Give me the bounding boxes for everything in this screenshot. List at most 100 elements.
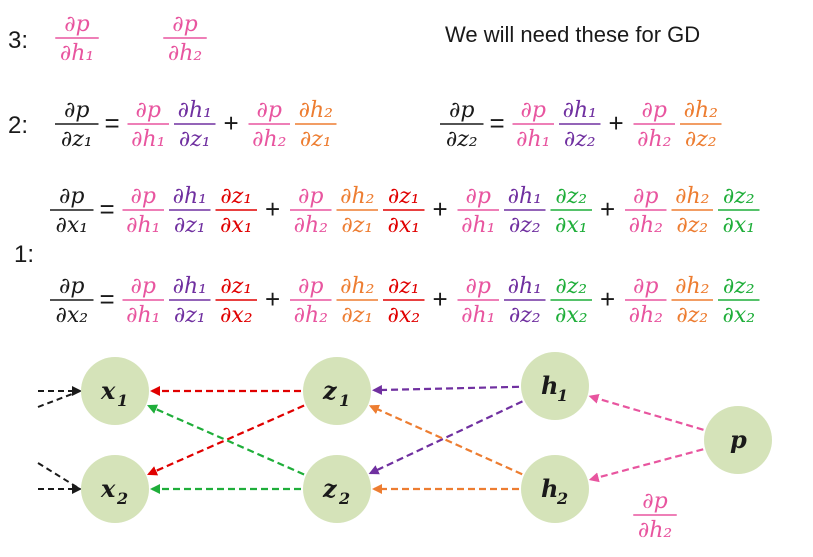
row2-eq2-term1-frac1-num: ∂h₂ [684, 98, 718, 123]
node-x2-subscript: 2 [116, 489, 128, 508]
row3-label: 3: [8, 27, 28, 54]
row2-eq2-plus-1: + [609, 108, 624, 138]
row3-frac-1: ∂p∂h₂ [168, 12, 202, 66]
row1-eq2-term0-frac0-den: ∂h₁ [126, 303, 160, 328]
node-x1-subscript: 1 [117, 391, 128, 410]
node-z2-subscript: 2 [338, 489, 350, 508]
node-h2: h2 [521, 455, 589, 523]
row1-eq1-term2-frac1-num: ∂h₁ [508, 184, 542, 209]
row1-eq1-term1-frac0-den: ∂h₂ [294, 213, 328, 238]
node-h1-label: h [541, 371, 558, 400]
row1-eq1-term2-frac0-den: ∂h₁ [461, 213, 495, 238]
node-z1-circle [303, 357, 371, 425]
row1-eq2-term3-frac2: ∂z₂ ∂x₂ [722, 274, 755, 328]
row2-eq1-term0-frac1-den: ∂z₁ [179, 127, 211, 152]
row2-eq1-term1-frac0-den: ∂h₂ [252, 127, 286, 152]
row1-eq2-term0-frac2: ∂z₁∂x₂ [220, 274, 253, 328]
node-h1: h1 [521, 352, 589, 420]
node-z1-label: z [322, 376, 338, 405]
row2-eq1-lhs-den: ∂z₁ [61, 127, 93, 152]
row1-eq1-term0-frac0-den: ∂h₁ [126, 213, 160, 238]
row2-eq1-term0-frac0-den: ∂h₁ [131, 127, 165, 152]
row1-eq1-equals: = [100, 194, 115, 224]
graph-edges [147, 384, 704, 494]
row1-eq2-term2-frac1: ∂h₁∂z₂ [508, 274, 542, 328]
row1-eq2-term1-frac2-den: ∂x₂ [387, 303, 420, 328]
row1-eq1-term3-frac1-den: ∂z₂ [676, 213, 708, 238]
row1-eq1-term3-frac1: ∂h₂∂z₂ [675, 184, 709, 238]
row2-eq1-equals: = [105, 108, 120, 138]
row1-eq2-term1-frac2: ∂z₁∂x₂ [387, 274, 420, 328]
row1-eq1-plus-1: + [265, 194, 280, 224]
row1-eq1-term0-frac2-num: ∂z₁ [220, 184, 252, 209]
row2-eq2-term0-frac1-num: ∂h₁ [563, 98, 597, 123]
gd-note: We will need these for GD [445, 22, 700, 47]
equations: ∂p∂h₁∂p∂h₂∂p∂z₁=∂p∂h₁∂h₁∂z₁+∂p∂h₂∂h₂∂z₁∂… [50, 12, 760, 328]
row1-eq1-term1-frac0-num: ∂p [298, 184, 323, 209]
row2-eq1-term1-frac1-den: ∂z₁ [300, 127, 332, 152]
row2-eq1-term1-frac0: ∂p∂h₂ [252, 98, 286, 152]
row1-eq2-term3-frac0: ∂p∂h₂ [629, 274, 663, 328]
node-h2-label: h [541, 474, 558, 503]
row2-eq1-term1-frac1: ∂h₂∂z₁ [299, 98, 333, 152]
node-z1-subscript: 1 [339, 391, 350, 410]
edge-z1-to-x2 [147, 404, 305, 476]
edge-label: ∂p∂h₂ [633, 489, 677, 543]
row2-eq1-lhs-num: ∂p [64, 98, 89, 123]
row1-eq1-term1-frac2-den: ∂x₁ [387, 213, 420, 238]
row1-eq1-term0-frac1-den: ∂z₁ [174, 213, 206, 238]
row1-eq2-term0-frac2-num: ∂z₁ [220, 274, 252, 299]
row2-eq2-term1-frac1: ∂h₂∂z₂ [684, 98, 718, 152]
row3-frac-0-num: ∂p [64, 12, 89, 37]
node-p: p [704, 406, 772, 474]
row2-label: 2: [8, 112, 28, 139]
row1-eq1-lhs: ∂p ∂x₁ [55, 184, 88, 238]
row1-eq1-lhs-den: ∂x₁ [55, 213, 88, 238]
node-x2-label: x [100, 474, 116, 503]
row1-eq1-term0-frac0-num: ∂p [131, 184, 156, 209]
row2-eq2-lhs: ∂p∂z₂ [446, 98, 478, 152]
row2-eq1-lhs: ∂p ∂z₁ [61, 98, 93, 152]
row1-eq1-term1-frac1-num: ∂h₂ [340, 184, 374, 209]
row2-eq1-term0-frac1-num: ∂h₁ [178, 98, 212, 123]
row1-eq1-term3-frac0: ∂p ∂h₂ [629, 184, 663, 238]
row1-eq2-term1-frac0: ∂p∂h₂ [294, 274, 328, 328]
edge-p-to-h1 [588, 393, 704, 431]
edge-h1-to-z1 [371, 384, 520, 395]
row2-eq2-equals: = [490, 108, 505, 138]
edge-h2-to-z1 [368, 404, 523, 476]
row1-eq2-lhs-num: ∂p [59, 274, 84, 299]
row1-eq1-term3-frac0-num: ∂p [633, 184, 658, 209]
node-h1-circle [521, 352, 589, 420]
edge-label-frac: ∂p∂h₂ [638, 489, 672, 543]
row1-eq1-term3-frac0-den: ∂h₂ [629, 213, 663, 238]
row1-eq1-lhs-num: ∂p [59, 184, 84, 209]
edge-p-to-h2 [588, 448, 704, 483]
row1-eq2-term3-frac2-num: ∂z₂ [723, 274, 755, 299]
row1-eq2-term2-frac0-num: ∂p [466, 274, 491, 299]
row1-eq2-term0-frac1: ∂h₁∂z₁ [173, 274, 207, 328]
row1-eq1-term3-frac2: ∂z₂∂x₁ [722, 184, 755, 238]
row1-eq2-term1-frac1-num: ∂h₂ [340, 274, 374, 299]
node-h2-subscript: 2 [556, 489, 568, 508]
edge-label-frac-num: ∂p [642, 489, 667, 514]
row2-eq2-term0-frac0-num: ∂p [521, 98, 546, 123]
row1-eq2-term3-frac2-den: ∂x₂ [722, 303, 755, 328]
row1-eq2-term0-frac1-den: ∂z₁ [174, 303, 206, 328]
row1-eq1-term0-frac2: ∂z₁∂x₁ [220, 184, 253, 238]
row1-eq2-term3-frac0-num: ∂p [633, 274, 658, 299]
row1-eq1-term2-frac1: ∂h₁∂z₂ [508, 184, 542, 238]
row1-eq2-lhs: ∂p∂x₂ [55, 274, 88, 328]
row1-eq1-term1-frac2-num: ∂z₁ [388, 184, 420, 209]
row1-eq2-term1-frac1-den: ∂z₁ [341, 303, 373, 328]
node-z2-circle [303, 455, 371, 523]
row1-eq2-term2-frac2-den: ∂x₂ [555, 303, 588, 328]
row1-eq1-term0-frac1: ∂h₁∂z₁ [173, 184, 207, 238]
row1-eq1-plus-3: + [600, 194, 615, 224]
row1-eq2-plus-3: + [600, 284, 615, 314]
node-z2-label: z [322, 474, 338, 503]
row1-eq2-term2-frac0: ∂p∂h₁ [461, 274, 495, 328]
